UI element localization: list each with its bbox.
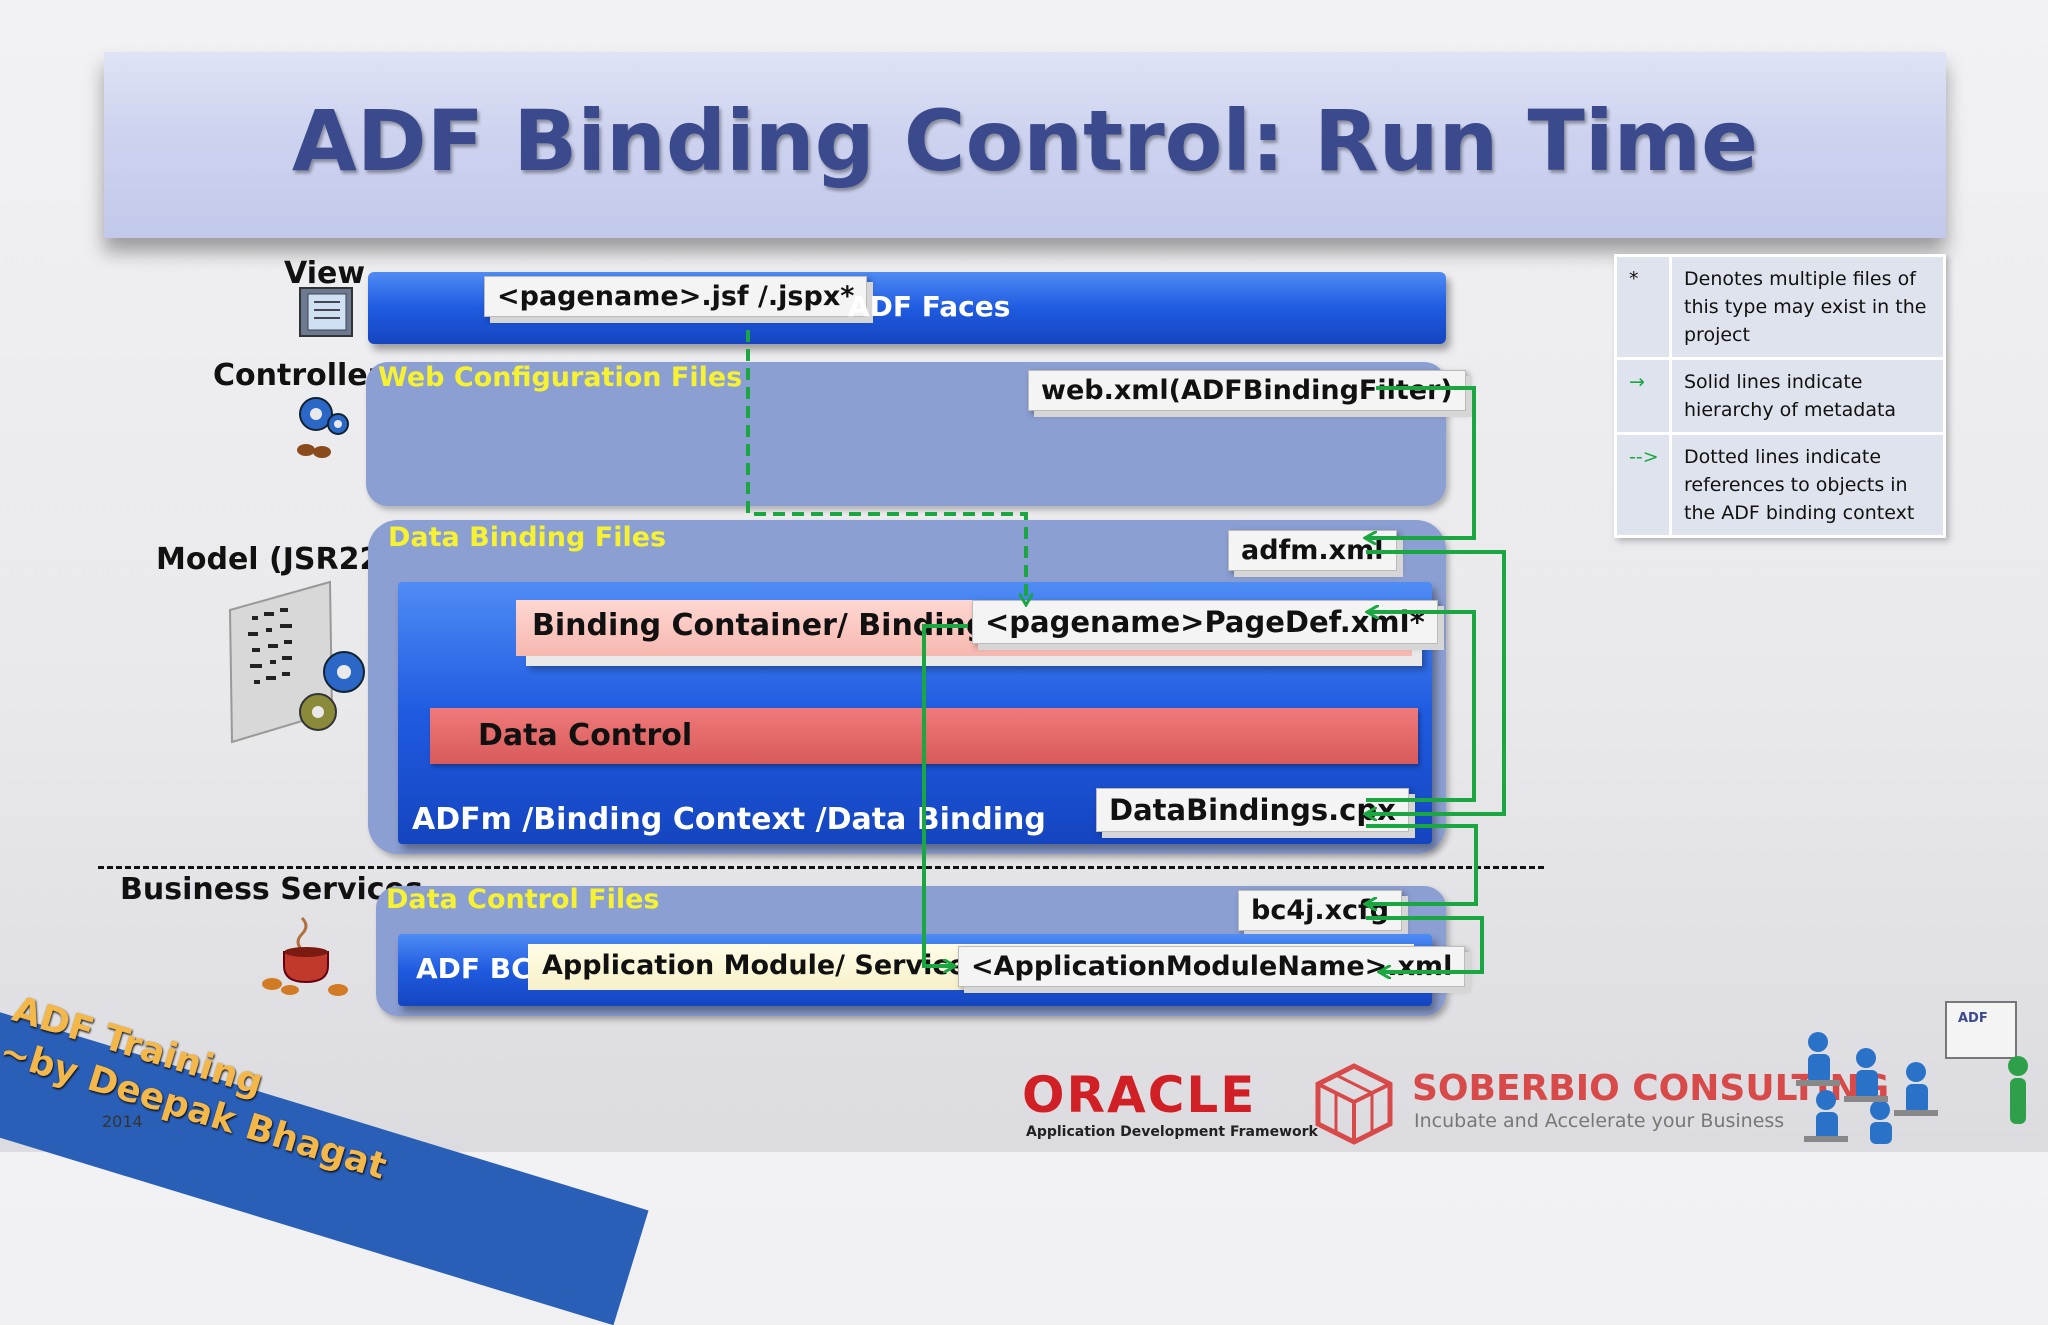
soberbio-cube-icon (1312, 1062, 1396, 1146)
legend-row: → Solid lines indicate hierarchy of meta… (1616, 359, 1945, 434)
soberbio-tagline: Incubate and Accelerate your Business (1414, 1110, 1784, 1132)
legend-row: --> Dotted lines indicate references to … (1616, 434, 1945, 537)
dotted-reference-line (748, 330, 1026, 604)
connector-lines (0, 0, 2048, 1152)
adfm-to-cpx-line (1366, 552, 1504, 814)
oracle-subtitle: Application Development Framework (1026, 1124, 1318, 1140)
legend-solid-arrow-icon: → (1616, 359, 1671, 434)
web-to-adfm-line (1366, 388, 1474, 538)
legend-row: * Denotes multiple files of this type ma… (1616, 256, 1945, 359)
cpx-to-bc4j-line (1366, 826, 1476, 904)
pagedef-to-appmodule-line (924, 626, 968, 966)
legend-text: Solid lines indicate hierarchy of metada… (1671, 359, 1945, 434)
bc4j-to-appmodule-line (1366, 918, 1482, 972)
adf-badge-text: ADF (1958, 1011, 1988, 1026)
legend-text: Dotted lines indicate references to obje… (1671, 434, 1945, 537)
cpx-to-pagedef-line (1366, 612, 1474, 800)
training-year: 2014 (102, 1112, 143, 1131)
legend-dotted-arrow-icon: --> (1616, 434, 1671, 537)
legend-table: * Denotes multiple files of this type ma… (1614, 254, 1946, 538)
legend-text: Denotes multiple files of this type may … (1671, 256, 1945, 359)
oracle-logo: ORACLE (1022, 1066, 1256, 1124)
classroom-people-icon: ADF (1796, 1000, 2036, 1146)
legend-symbol-asterisk: * (1616, 256, 1671, 359)
